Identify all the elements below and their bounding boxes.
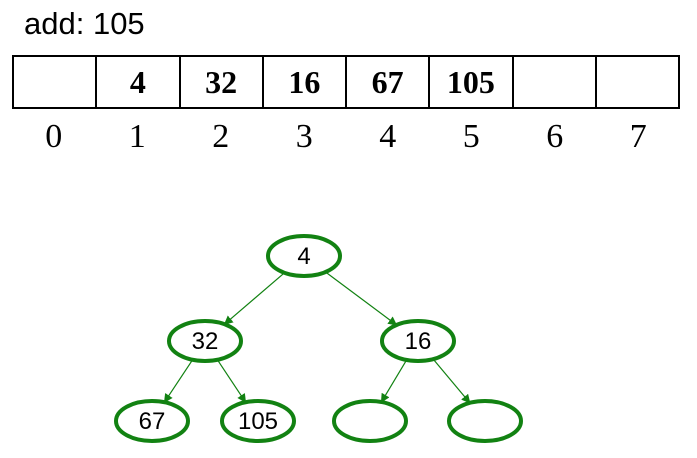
array-cell-5: 105	[430, 57, 514, 107]
tree-node-n4: 105	[220, 399, 296, 443]
tree-node-n3: 67	[114, 399, 190, 443]
operation-label: add: 105	[24, 6, 145, 41]
array-index-5: 5	[462, 118, 480, 155]
array-cell-1: 4	[97, 57, 181, 107]
tree-node-n5	[332, 399, 408, 443]
array-index-7: 7	[629, 118, 647, 155]
tree-edge-n0-n2	[325, 271, 398, 326]
tree-node-n2: 16	[380, 319, 456, 363]
array-indices: 0 1 2 3 4 5 6 7	[12, 118, 680, 156]
tree-edge-n2-n5	[380, 359, 408, 403]
array-index-1: 1	[128, 118, 146, 155]
tree-edge-n1-n3	[163, 359, 194, 403]
tree-node-n6	[447, 399, 523, 443]
array-cell-4: 67	[347, 57, 431, 107]
tree-edge-n1-n4	[216, 359, 247, 403]
tree-edge-n0-n1	[223, 272, 285, 325]
heap-array: 4 32 16 67 105	[12, 55, 680, 109]
array-index-6: 6	[546, 118, 564, 155]
tree-node-label: 32	[192, 328, 219, 355]
array-index-2: 2	[212, 118, 230, 155]
tree-node-ellipse	[114, 399, 190, 443]
tree-node-ellipse	[167, 319, 243, 363]
tree-node-ellipse	[266, 234, 342, 278]
tree-node-ellipse	[332, 399, 408, 443]
tree-node-label: 16	[405, 328, 432, 355]
tree-node-label: 67	[139, 408, 166, 435]
array-index-0: 0	[45, 118, 63, 155]
array-index-3: 3	[295, 118, 313, 155]
tree-edge-n2-n6	[432, 358, 471, 404]
tree-node-ellipse	[380, 319, 456, 363]
tree-node-n0: 4	[266, 234, 342, 278]
tree-node-label: 4	[297, 243, 310, 270]
array-index-4: 4	[379, 118, 397, 155]
tree-node-ellipse	[447, 399, 523, 443]
array-cell-6	[514, 57, 597, 107]
tree-node-n1: 32	[167, 319, 243, 363]
array-cell-2: 32	[181, 57, 264, 107]
array-cell-3: 16	[264, 57, 347, 107]
tree-node-label: 105	[238, 408, 278, 435]
tree-node-ellipse	[220, 399, 296, 443]
array-cell-0	[14, 57, 98, 107]
